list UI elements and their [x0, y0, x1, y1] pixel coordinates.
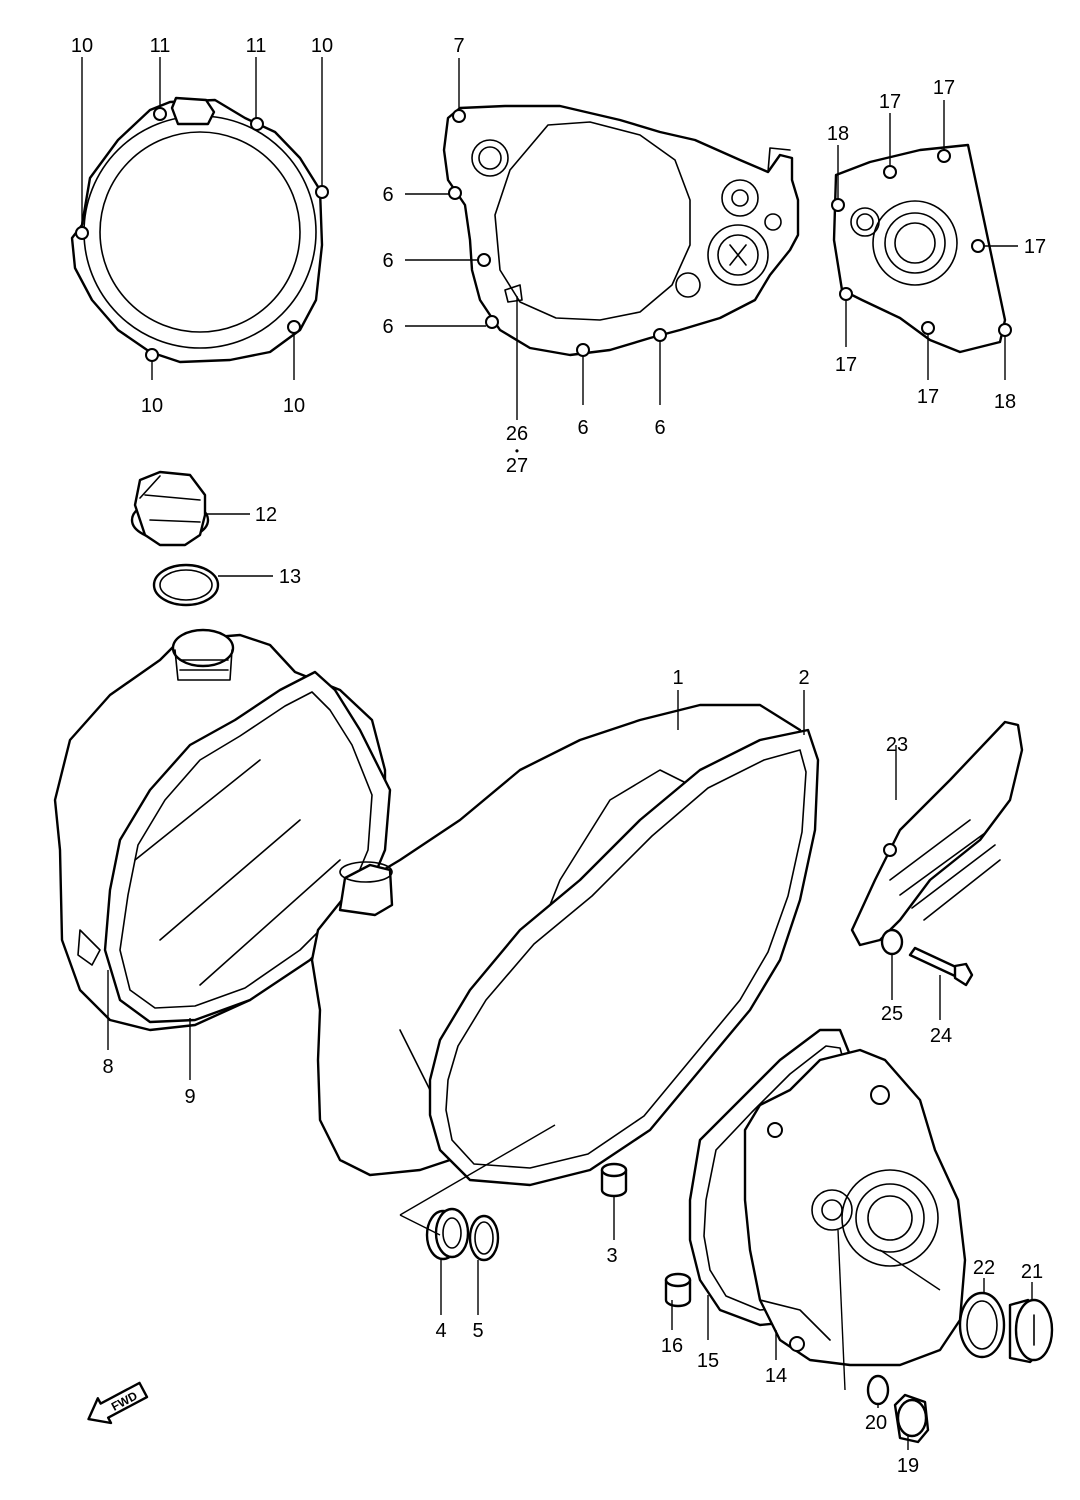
- callout-10: 10: [283, 395, 305, 417]
- water-pump-cover: [743, 1048, 967, 1367]
- washer-25: [880, 928, 904, 956]
- guard-23: [850, 720, 1024, 947]
- plug-cap-21: [1008, 1298, 1054, 1364]
- callout-10: 10: [71, 35, 93, 57]
- callout-15: 15: [697, 1350, 719, 1372]
- callout-18: 18: [827, 123, 849, 145]
- callout-9: 9: [184, 1086, 195, 1108]
- oil-filler-cap: [130, 470, 210, 547]
- forward-arrow-icon: FWD: [87, 1381, 149, 1425]
- callout-16: 16: [661, 1335, 683, 1357]
- callout-6: 6: [654, 417, 665, 439]
- water-pump-gasket-top: [831, 143, 1012, 354]
- callout-17: 17: [933, 77, 955, 99]
- callout-26: 26: [506, 423, 528, 445]
- callout-separator: •: [515, 444, 519, 458]
- callout-6: 6: [577, 417, 588, 439]
- callout-2: 2: [798, 667, 809, 689]
- callout-5: 5: [472, 1320, 483, 1342]
- callout-11: 11: [246, 35, 267, 57]
- callout-6: 6: [382, 316, 393, 338]
- callout-20: 20: [865, 1412, 887, 1434]
- leader-lines: [81, 57, 1033, 1450]
- callout-6: 6: [382, 184, 393, 206]
- o-ring-13: [152, 563, 220, 607]
- washer-20: [866, 1374, 890, 1406]
- callout-23: 23: [886, 734, 908, 756]
- callout-21: 21: [1021, 1261, 1043, 1283]
- callout-17: 17: [879, 91, 901, 113]
- callout-27: 27: [506, 455, 528, 477]
- oil-seal-4: [425, 1207, 470, 1261]
- callout-17: 17: [835, 354, 857, 376]
- crankcase-gasket-top: [442, 104, 800, 357]
- callout-11: 11: [150, 35, 171, 57]
- callout-10: 10: [311, 35, 333, 57]
- callout-labels: 10 11 11 10 10 10 7 6 6 6 6 6 26 • 27 18…: [71, 35, 1046, 1477]
- callout-18: 18: [994, 391, 1016, 413]
- dowel-pin-3: [600, 1162, 628, 1198]
- dowel-pin-16: [664, 1272, 692, 1308]
- callout-22: 22: [973, 1257, 995, 1279]
- drain-bolt-19: [893, 1393, 930, 1444]
- callout-3: 3: [606, 1245, 617, 1267]
- callout-14: 14: [765, 1365, 787, 1387]
- callout-8: 8: [102, 1056, 113, 1078]
- callout-24: 24: [930, 1025, 952, 1047]
- callout-25: 25: [881, 1003, 903, 1025]
- callout-4: 4: [435, 1320, 446, 1342]
- callout-17: 17: [1024, 236, 1046, 258]
- callout-7: 7: [453, 35, 464, 57]
- clutch-cover-gasket-top: [70, 96, 329, 364]
- bolt-24: [908, 946, 974, 987]
- callout-1: 1: [672, 667, 683, 689]
- callout-12: 12: [255, 504, 277, 526]
- callout-10: 10: [141, 395, 163, 417]
- crankcase-cover-gasket: [428, 728, 820, 1187]
- callout-13: 13: [279, 566, 301, 588]
- o-ring-22: [958, 1291, 1006, 1359]
- callout-19: 19: [897, 1455, 919, 1477]
- circlip-5: [468, 1214, 500, 1262]
- callout-17: 17: [917, 386, 939, 408]
- callout-6: 6: [382, 250, 393, 272]
